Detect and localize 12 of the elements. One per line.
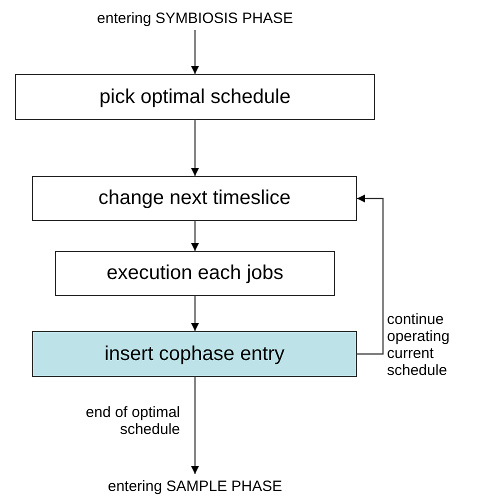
arrow	[357, 194, 384, 355]
process-box: change next timeslice	[32, 176, 357, 221]
arrow	[191, 30, 199, 74]
process-box: insert cophase entry	[32, 331, 357, 377]
process-box: execution each jobs	[55, 251, 335, 296]
phase-label: entering SYMBIOSIS PHASE	[80, 6, 310, 30]
process-box: pick optimal schedule	[15, 74, 375, 120]
arrow	[191, 221, 199, 251]
phase-label: entering SAMPLE PHASE	[80, 474, 310, 498]
arrow	[191, 120, 199, 176]
arrow	[191, 377, 199, 474]
arrow	[191, 296, 199, 331]
